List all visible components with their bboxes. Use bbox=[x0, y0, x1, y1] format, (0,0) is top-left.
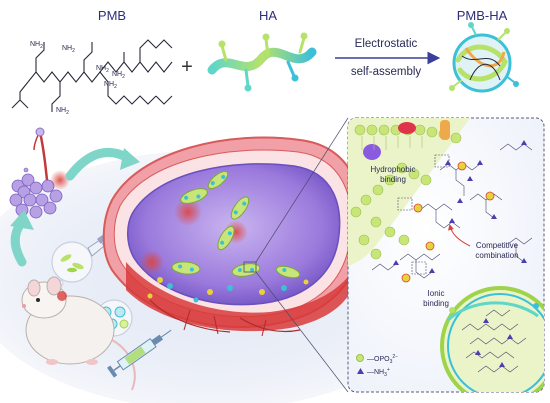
pmb-ha-nanoparticle bbox=[449, 22, 519, 93]
competitive-label-2: combination bbox=[475, 251, 518, 260]
legend-opo3: —OPO32− bbox=[367, 354, 398, 365]
pmb-structure bbox=[11, 39, 173, 112]
arrow-label-bottom: self-assembly bbox=[351, 66, 422, 78]
ionic-label-2: binding bbox=[423, 299, 449, 308]
bacteria-icon bbox=[171, 170, 301, 279]
svg-text:NH2: NH2 bbox=[112, 71, 125, 80]
mouse-icon bbox=[21, 276, 136, 391]
hydrophobic-label-2: binding bbox=[380, 175, 406, 184]
triangle-icon bbox=[393, 140, 527, 273]
syringe-icon bbox=[107, 329, 172, 378]
svg-text:NH2: NH2 bbox=[62, 45, 75, 54]
pmb-title: PMB bbox=[98, 8, 126, 23]
pmb-ha-title: PMB-HA bbox=[457, 8, 508, 23]
hydrophobic-label-1: Hydrophobic bbox=[371, 165, 416, 174]
competitive-label-1: Competitive bbox=[476, 241, 519, 250]
detail-panel: Hydrophobic binding Competitive combinat… bbox=[347, 117, 545, 393]
svg-text:NH2: NH2 bbox=[96, 65, 109, 74]
svg-text:NH2: NH2 bbox=[56, 107, 69, 116]
competitive-arrow bbox=[448, 224, 471, 247]
svg-text:NH2: NH2 bbox=[104, 81, 117, 90]
triangle-icon bbox=[357, 368, 364, 374]
plus-icon: + bbox=[181, 56, 193, 78]
ha-title: HA bbox=[259, 8, 277, 23]
nanoparticles bbox=[147, 277, 309, 303]
ionic-label-1: Ionic bbox=[428, 289, 445, 298]
zoom-box bbox=[243, 261, 257, 273]
lung-icon bbox=[9, 127, 70, 219]
circle-icon bbox=[401, 161, 495, 283]
legend: —OPO32− —NH3+ bbox=[356, 354, 398, 378]
pmb-amine-labels: NH2 NH2 NH2 NH2 NH2 NH2 bbox=[30, 41, 125, 116]
legend-nh3: —NH3+ bbox=[367, 367, 390, 378]
circle-icon bbox=[356, 354, 364, 362]
arrow-label-top: Electrostatic bbox=[355, 38, 418, 50]
svg-text:NH2: NH2 bbox=[30, 41, 43, 50]
ha-polymer bbox=[207, 32, 317, 92]
bacteria-bubble bbox=[51, 241, 93, 287]
